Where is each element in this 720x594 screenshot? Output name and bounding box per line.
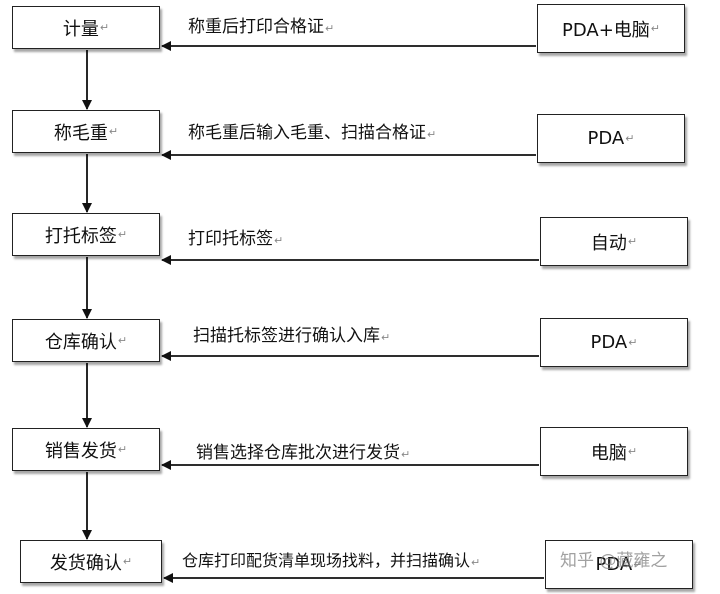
device-box-4: PDA↵ <box>540 318 688 367</box>
step-label-6: 发货确认 <box>49 552 122 574</box>
step-label-4: 仓库确认 <box>44 331 117 353</box>
step-box-3: 打托标签↵ <box>12 213 160 256</box>
return-mark-icon: ↵ <box>633 558 643 571</box>
action-label-4: 扫描托标签进行确认入库↵ <box>193 326 391 346</box>
action-label-2: 称毛重后输入毛重、扫描合格证↵ <box>188 123 437 143</box>
return-mark-icon: ↵ <box>325 22 335 35</box>
return-mark-icon: ↵ <box>401 448 411 461</box>
return-mark-icon: ↵ <box>625 132 635 145</box>
watermark: 知乎 @藏雍之 <box>560 551 668 571</box>
step-box-4: 仓库确认↵ <box>12 319 160 362</box>
step-label-3: 打托标签 <box>44 225 117 247</box>
step-label-1: 计量 <box>62 18 99 40</box>
device-label-2: PDA <box>587 128 625 149</box>
action-label-1: 称重后打印合格证↵ <box>188 17 335 37</box>
return-mark-icon: ↵ <box>627 445 638 458</box>
step-box-6: 发货确认↵ <box>20 540 162 583</box>
step-label-2: 称毛重 <box>53 122 108 144</box>
return-mark-icon: ↵ <box>274 234 284 247</box>
step-box-1: 计量↵ <box>12 6 160 49</box>
device-label-6: PDA <box>595 554 633 575</box>
step-label-5: 销售发货 <box>44 440 117 462</box>
device-label-3: 自动 <box>590 232 627 254</box>
device-box-3: 自动↵ <box>540 217 688 266</box>
return-mark-icon: ↵ <box>122 555 133 568</box>
device-box-5: 电脑↵ <box>540 427 688 476</box>
device-label-4: PDA <box>590 332 628 353</box>
device-label-1: PDA+电脑 <box>561 19 650 41</box>
device-box-2: PDA↵ <box>537 114 685 163</box>
return-mark-icon: ↵ <box>117 228 128 241</box>
return-mark-icon: ↵ <box>99 21 110 34</box>
action-label-5: 销售选择仓库批次进行发货↵ <box>196 443 411 463</box>
step-box-5: 销售发货↵ <box>12 428 160 471</box>
return-mark-icon: ↵ <box>627 235 638 248</box>
return-mark-icon: ↵ <box>117 443 128 456</box>
return-mark-icon: ↵ <box>650 22 660 35</box>
device-label-5: 电脑 <box>590 442 627 464</box>
return-mark-icon: ↵ <box>108 125 119 138</box>
return-mark-icon: ↵ <box>628 336 638 349</box>
return-mark-icon: ↵ <box>427 128 437 141</box>
step-box-2: 称毛重↵ <box>12 110 160 153</box>
device-box-6: PDA↵ <box>545 540 693 589</box>
device-box-1: PDA+电脑↵ <box>537 4 685 53</box>
action-label-3: 打印托标签↵ <box>188 229 284 249</box>
action-label-6: 仓库打印配货清单现场找料，并扫描确认↵ <box>182 551 481 570</box>
return-mark-icon: ↵ <box>471 556 481 569</box>
return-mark-icon: ↵ <box>381 331 391 344</box>
return-mark-icon: ↵ <box>117 334 128 347</box>
